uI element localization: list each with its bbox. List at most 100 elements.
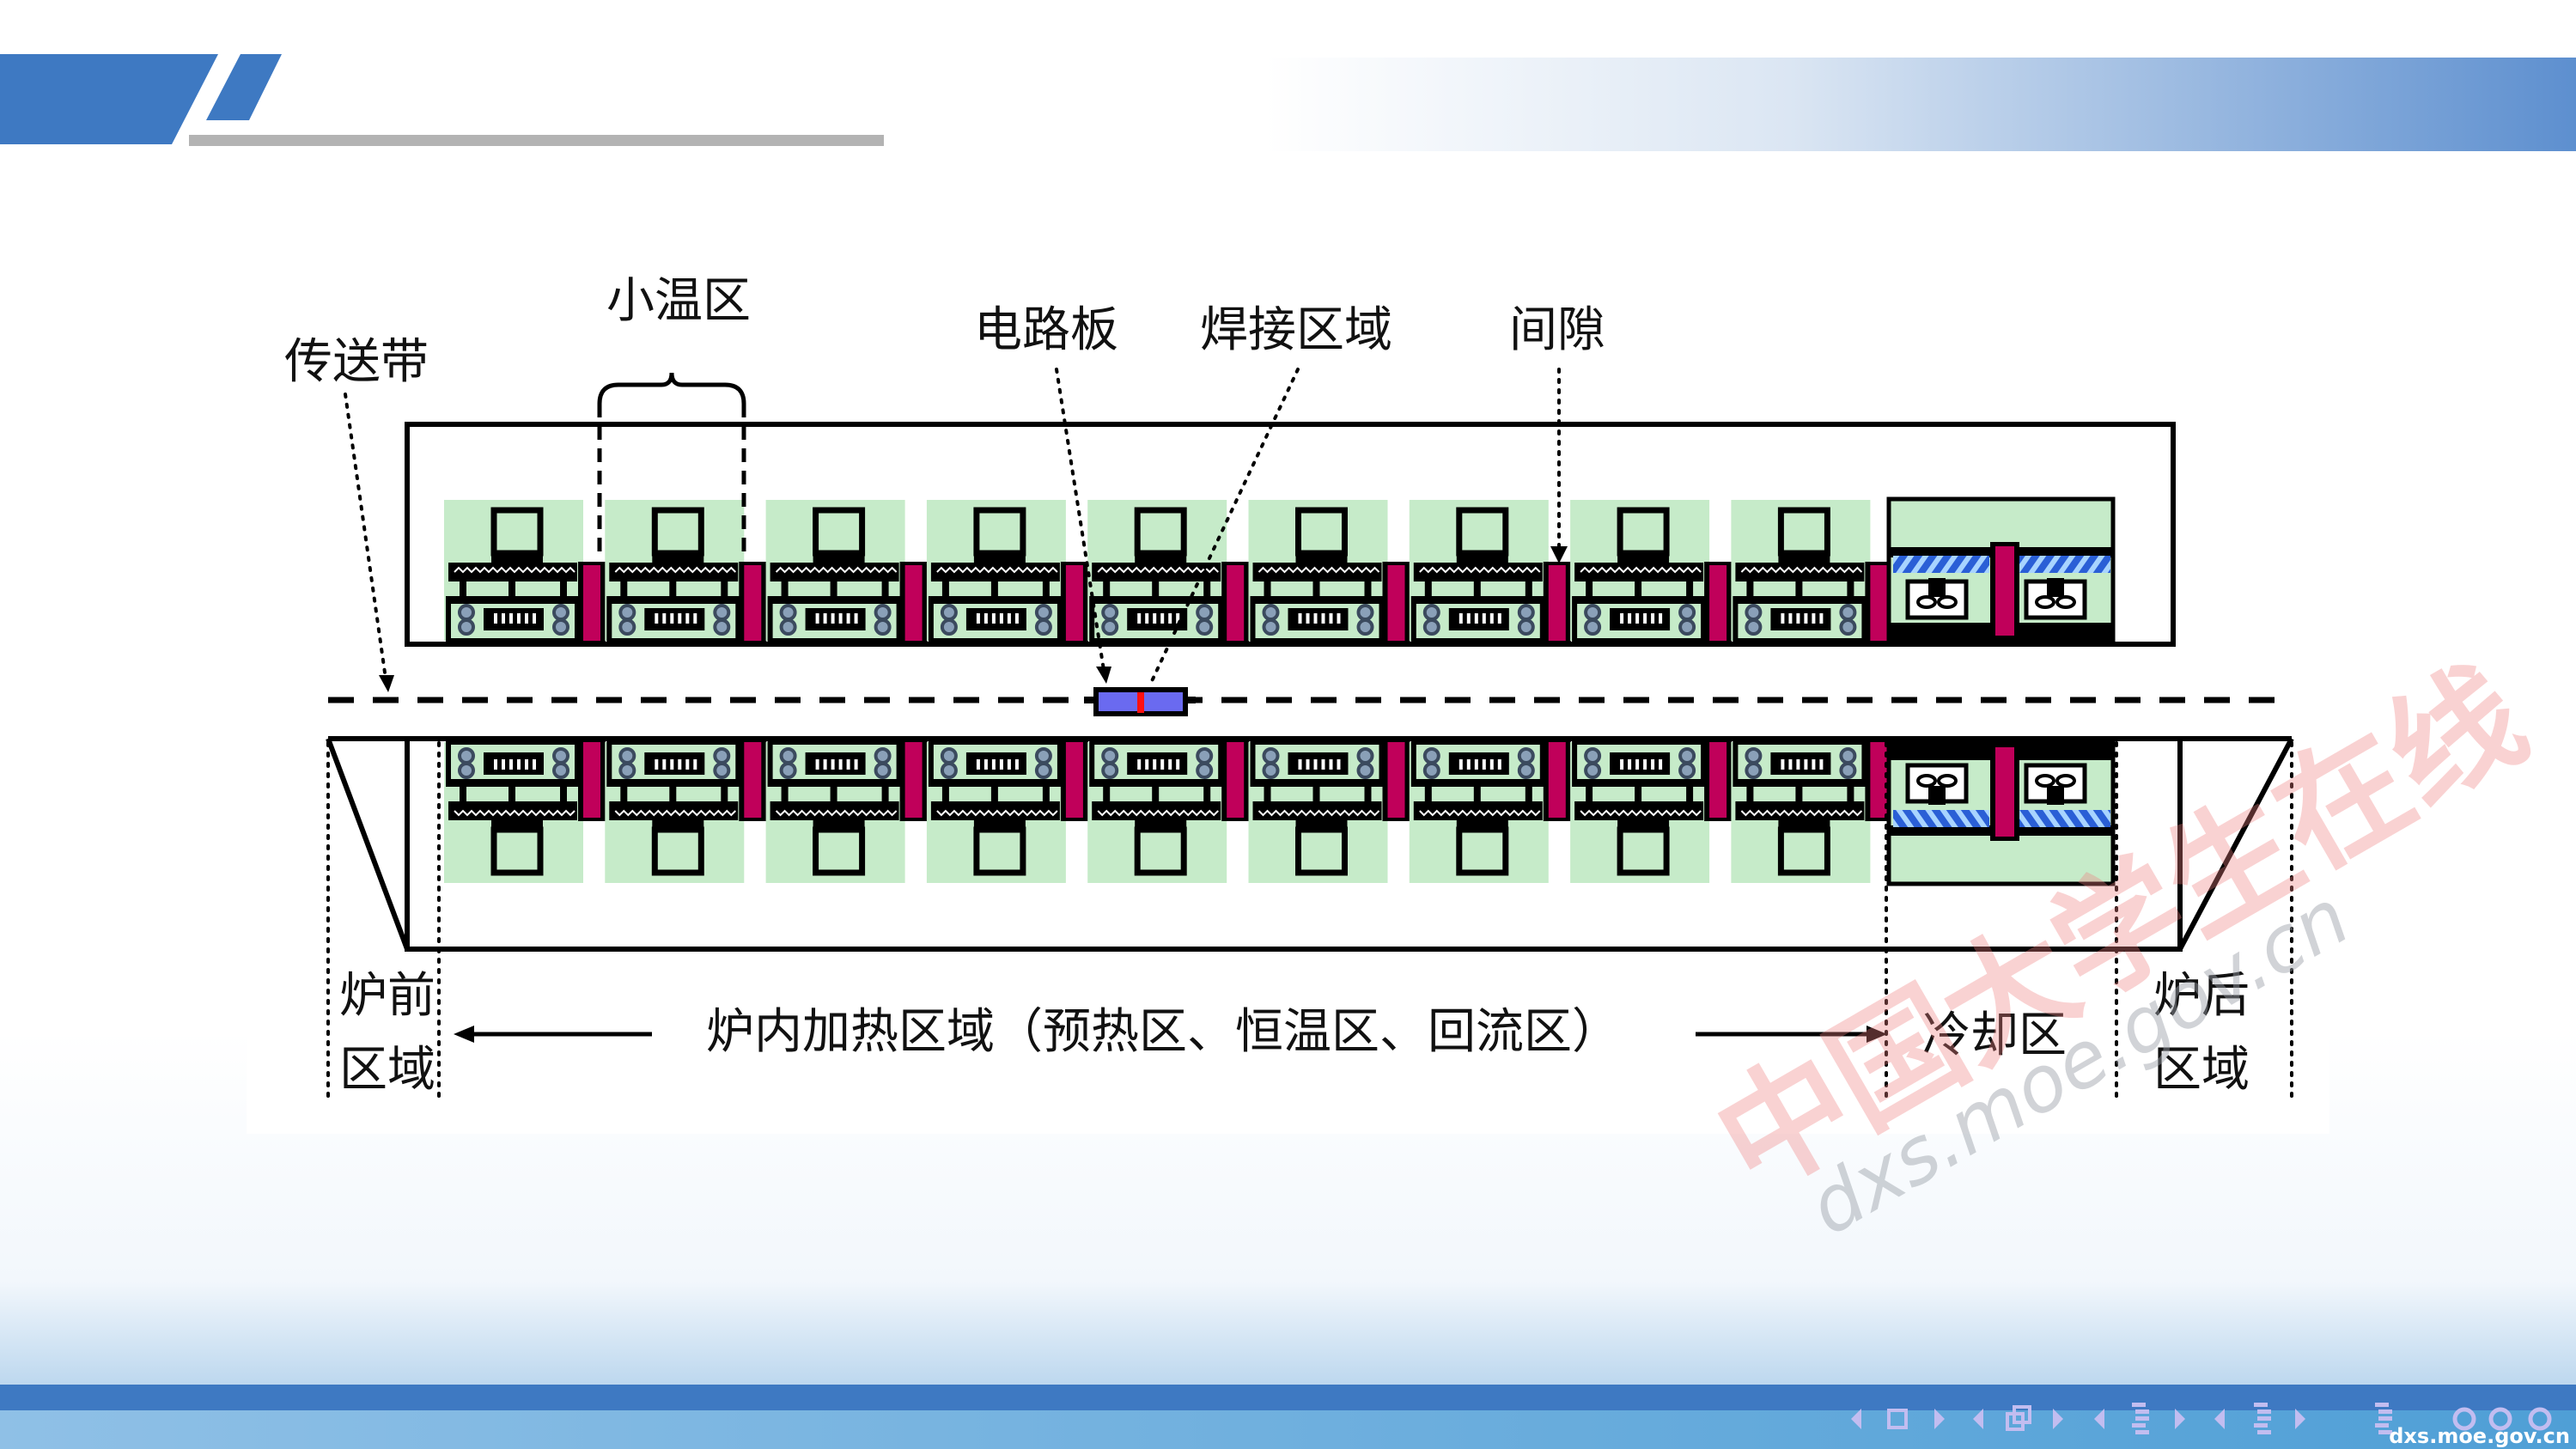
fan-icon xyxy=(1745,618,1763,636)
fan-icon xyxy=(1745,604,1763,621)
fan-icon xyxy=(1356,604,1374,621)
heating-module-lower xyxy=(1731,740,1893,883)
fan-icon xyxy=(713,747,731,764)
fan-icon xyxy=(1517,618,1535,636)
toc-icon[interactable] xyxy=(2375,1403,2392,1434)
gap-bar xyxy=(904,565,923,641)
fan-housing xyxy=(1089,740,1224,787)
label-rear-zone-1: 炉后 xyxy=(2153,968,2250,1024)
prev-icon[interactable] xyxy=(1973,1409,1983,1429)
fan-icon xyxy=(940,604,958,621)
fan-housing xyxy=(1572,740,1707,787)
fan-icon xyxy=(552,762,569,779)
fan-icon xyxy=(779,618,797,636)
heating-module-lower xyxy=(1087,740,1250,883)
heating-module-upper xyxy=(1087,500,1250,643)
footer-url: dxs.moe.gov.cn xyxy=(2389,1424,2570,1448)
gap-bar xyxy=(1548,742,1566,818)
next-icon[interactable] xyxy=(2053,1409,2063,1429)
fan-housing xyxy=(1410,740,1545,787)
fan-housing xyxy=(1572,596,1707,643)
fan-icon xyxy=(1101,618,1119,636)
fan-housing xyxy=(446,596,580,643)
fan-icon xyxy=(779,762,797,779)
prev-icon[interactable] xyxy=(2214,1409,2225,1429)
diagram-panel xyxy=(247,230,2329,1134)
label-rear-zone-2: 区域 xyxy=(2153,1042,2250,1098)
fan-icon xyxy=(1356,762,1374,779)
fan-icon xyxy=(1196,762,1214,779)
gap-bar xyxy=(583,742,600,818)
heating-module-lower xyxy=(765,740,928,883)
frame-icon[interactable] xyxy=(1887,1409,1908,1429)
label-conveyor: 传送带 xyxy=(284,334,429,390)
fan-icon xyxy=(940,618,958,636)
fan-icon xyxy=(458,747,475,764)
small-zone-guides xyxy=(597,404,746,558)
heating-module-lower xyxy=(1570,740,1733,883)
gap-bar xyxy=(1387,565,1405,641)
fan-icon xyxy=(552,604,569,621)
fan-icon xyxy=(713,762,731,779)
callout-arrowheads xyxy=(379,546,1568,692)
fan-icon xyxy=(1262,762,1280,779)
fan-icon xyxy=(1422,618,1440,636)
fan-icon xyxy=(1422,604,1440,621)
gap-bar xyxy=(1065,742,1083,818)
heating-zone-arrow-right xyxy=(1696,1026,1887,1043)
gap-bar xyxy=(1870,565,1888,641)
fan-icon xyxy=(1196,747,1214,764)
gap-bar xyxy=(1870,742,1888,818)
fan-icon xyxy=(1678,747,1696,764)
fan-icon xyxy=(713,618,731,636)
fan-icon xyxy=(458,762,475,779)
fan-housing xyxy=(1250,596,1385,643)
redo-icon[interactable] xyxy=(2528,1407,2552,1431)
prev-icon[interactable] xyxy=(1851,1409,1861,1429)
header-decoration xyxy=(0,54,2576,151)
search-icon[interactable] xyxy=(2488,1407,2512,1431)
gap-bar xyxy=(744,565,762,641)
fan-icon xyxy=(1101,762,1119,779)
subsection-icon[interactable] xyxy=(2254,1403,2271,1434)
next-icon[interactable] xyxy=(1934,1409,1945,1429)
pages-icon[interactable] xyxy=(2006,1405,2031,1431)
section-icon[interactable] xyxy=(2132,1403,2149,1434)
fan-housing xyxy=(928,740,1063,787)
fan-icon xyxy=(1584,604,1602,621)
fan-housing xyxy=(1410,596,1545,643)
label-gap: 间隙 xyxy=(1509,302,1605,358)
next-icon[interactable] xyxy=(2295,1409,2305,1429)
fan-icon xyxy=(1678,604,1696,621)
footer-band xyxy=(0,1410,2576,1449)
gap-bar xyxy=(1709,565,1727,641)
heating-module-lower xyxy=(1409,740,1571,883)
fan-icon xyxy=(1196,604,1214,621)
gap-bar xyxy=(1227,565,1245,641)
next-icon[interactable] xyxy=(2175,1409,2185,1429)
undo-icon[interactable] xyxy=(2452,1407,2476,1431)
heating-module-upper xyxy=(1248,500,1410,643)
fan-housing xyxy=(606,740,741,787)
heating-module-upper xyxy=(605,500,767,643)
fan-icon xyxy=(940,747,958,764)
fan-icon xyxy=(1034,762,1052,779)
gap-bar xyxy=(583,565,600,641)
fan-icon xyxy=(1678,618,1696,636)
label-front-zone-2: 区域 xyxy=(339,1042,435,1098)
fan-icon xyxy=(1584,747,1602,764)
heating-module-upper xyxy=(926,500,1088,643)
fan-icon xyxy=(1262,747,1280,764)
fan-icon xyxy=(618,747,636,764)
footer-bar xyxy=(0,1385,2576,1410)
fan-icon xyxy=(1262,604,1280,621)
heating-module-lower xyxy=(444,740,606,883)
fan-icon xyxy=(1839,618,1857,636)
heating-module-upper xyxy=(1409,500,1571,643)
beamer-navigation xyxy=(1851,1403,2552,1434)
fan-icon xyxy=(940,762,958,779)
fan-housing xyxy=(606,596,741,643)
fan-icon xyxy=(618,618,636,636)
prev-icon[interactable] xyxy=(2094,1409,2104,1429)
